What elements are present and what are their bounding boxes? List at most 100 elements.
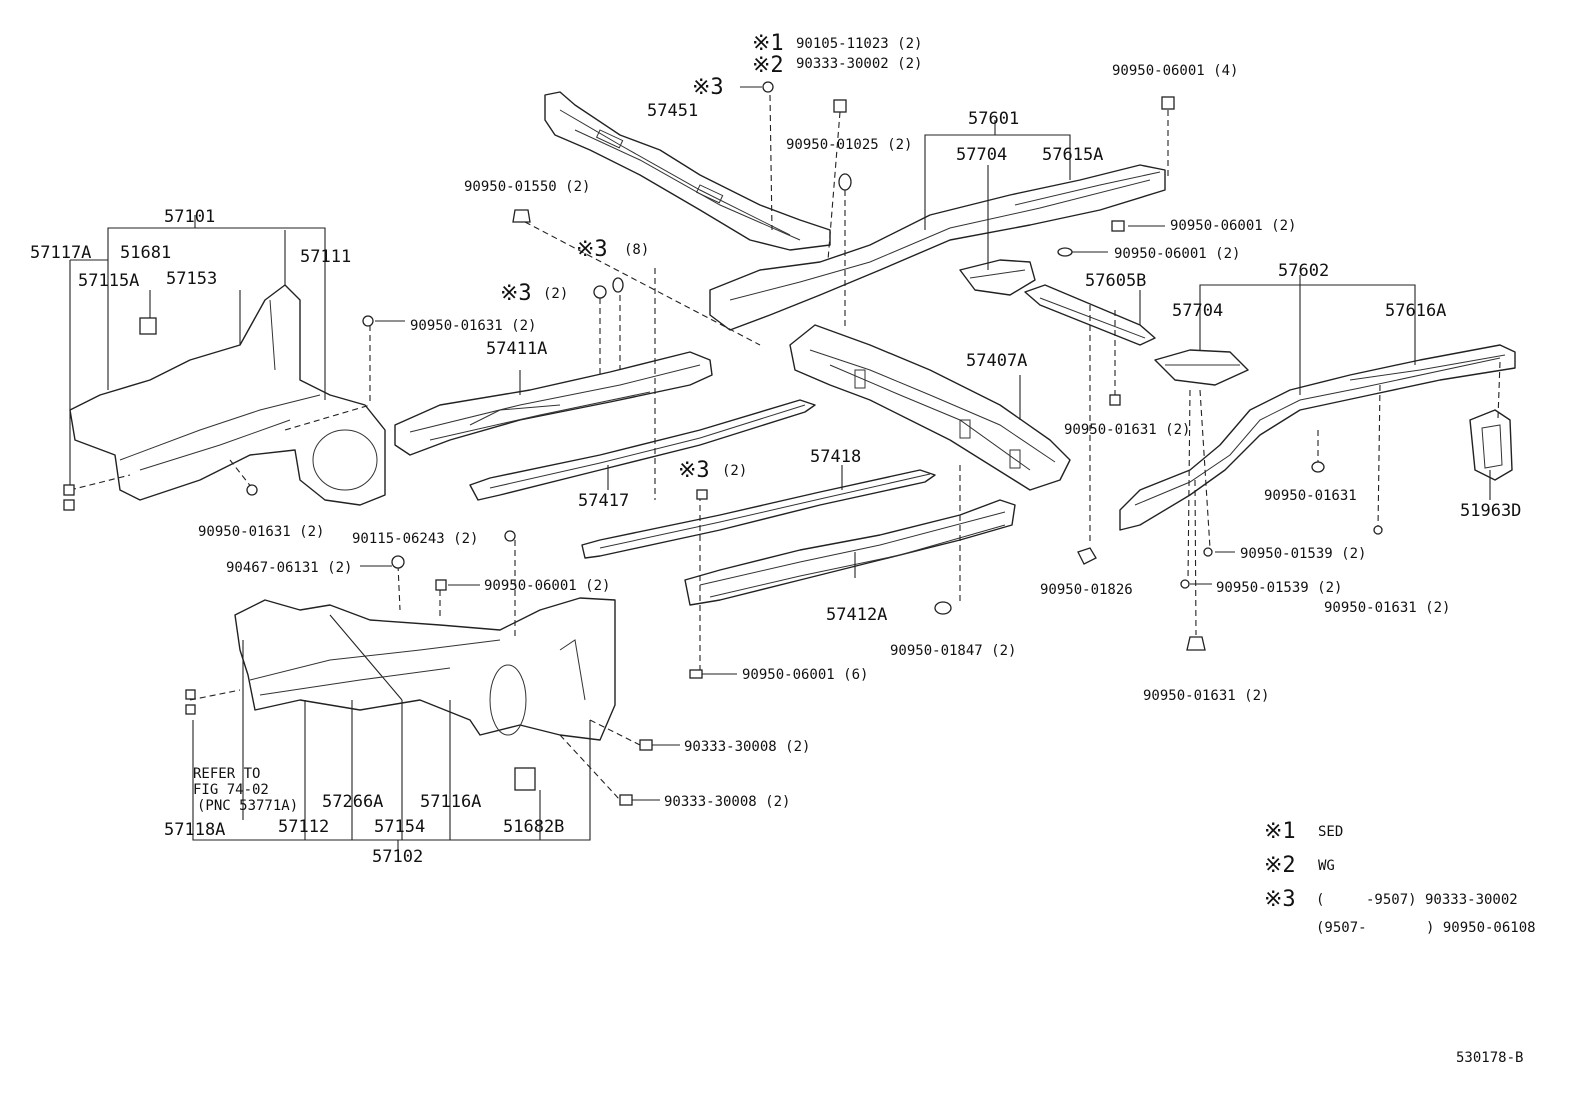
legend-row1-open: (	[1316, 892, 1324, 908]
hw-90950-01847: 90950-01847 (2)	[890, 643, 1016, 659]
clip-icon	[246, 484, 258, 496]
label-57266A: 57266A	[322, 792, 383, 812]
label-57115A: 57115A	[78, 271, 139, 291]
plug-icon	[1161, 96, 1175, 110]
label-51682B: 51682B	[503, 817, 564, 837]
marker-3-left: ※3	[500, 281, 532, 306]
plug-icon	[435, 579, 447, 591]
clip-icon	[63, 484, 75, 496]
part-57601	[709, 164, 1166, 331]
label-57601: 57601	[968, 109, 1019, 129]
bolt-icon	[504, 530, 516, 542]
part-57102	[234, 597, 616, 791]
part-57101	[69, 284, 386, 506]
label-57418: 57418	[810, 447, 861, 467]
clip-icon	[185, 704, 196, 715]
rivet-icon	[391, 555, 405, 569]
hw-qty-2a: (2)	[543, 286, 568, 302]
hole-plug-icon	[593, 285, 607, 299]
part-labels: 57451 57601 57704 57615A 57101 57117A 51…	[30, 101, 1521, 867]
label-57412A: 57412A	[826, 605, 887, 625]
clip-icon	[362, 315, 374, 327]
clip-icon	[1373, 525, 1383, 535]
plug-icon	[1109, 394, 1121, 406]
label-57111: 57111	[300, 247, 351, 267]
hw-90950-06001-6: 90950-06001 (6)	[742, 667, 868, 683]
clip-icon	[833, 99, 847, 113]
label-57615A: 57615A	[1042, 145, 1103, 165]
hw-90950-06001-2a: 90950-06001 (2)	[1170, 218, 1296, 234]
plug-icon	[838, 173, 852, 191]
part-57412A	[684, 499, 1016, 606]
legend-marker-2: ※2	[1264, 853, 1296, 878]
label-57154: 57154	[374, 817, 425, 837]
hw-90950-01631-2e: 90950-01631 (2)	[1143, 688, 1269, 704]
label-57117A: 57117A	[30, 243, 91, 263]
label-51681: 51681	[120, 243, 171, 263]
leader-lines	[69, 86, 1491, 850]
hw-90950-01631-2d: 90950-01631 (2)	[1324, 600, 1450, 616]
hole-plug-icon	[1077, 547, 1097, 565]
label-57118A: 57118A	[164, 820, 225, 840]
hw-90950-01539-a: 90950-01539 (2)	[1240, 546, 1366, 562]
marker-3-mid: ※3	[576, 237, 608, 262]
plug-icon	[1111, 220, 1125, 232]
marker-3-top: ※3	[692, 75, 724, 100]
plug-icon	[689, 669, 703, 679]
hw-90950-01631-2b: 90950-01631 (2)	[1064, 422, 1190, 438]
clip-icon	[185, 689, 196, 700]
label-57417: 57417	[578, 491, 629, 511]
label-57102: 57102	[372, 847, 423, 867]
hw-90950-06001-2c: 90950-06001 (2)	[484, 578, 610, 594]
hw-90950-01631-2a: 90950-01631 (2)	[410, 318, 536, 334]
label-57451: 57451	[647, 101, 698, 121]
label-51963D: 51963D	[1460, 501, 1521, 521]
label-57153: 57153	[166, 269, 217, 289]
label-57407A: 57407A	[966, 351, 1027, 371]
hw-90950-01550: 90950-01550 (2)	[464, 179, 590, 195]
label-57602: 57602	[1278, 261, 1329, 281]
figure-id: 530178-B	[1456, 1050, 1523, 1066]
hardware-icons	[63, 81, 1383, 806]
hw-90333-30008-b: 90333-30008 (2)	[664, 794, 790, 810]
hw-90950-01025: 90950-01025 (2)	[786, 137, 912, 153]
marker-2: ※2	[752, 53, 784, 78]
part-57417	[469, 399, 816, 501]
label-57112: 57112	[278, 817, 329, 837]
hw-90333-30008-a: 90333-30008 (2)	[684, 739, 810, 755]
hardware-labels: ※1 90105-11023 (2) ※2 90333-30002 (2) ※3…	[198, 31, 1450, 810]
seal-icon	[762, 81, 774, 93]
refer-line-1: REFER TO	[193, 766, 260, 782]
hw-90950-06001-4: 90950-06001 (4)	[1112, 63, 1238, 79]
plug-icon	[1311, 461, 1325, 473]
legend-row2-open: (9507-	[1316, 920, 1367, 936]
legend: ※1 SED ※2 WG ※3 ( -9507) 90333-30002 (95…	[1264, 819, 1536, 936]
hw-90105-11023: 90105-11023 (2)	[796, 36, 922, 52]
part-57704-lower	[1154, 349, 1249, 386]
hw-90333-30002: 90333-30002 (2)	[796, 56, 922, 72]
legend-row2-text: ) 90950-06108	[1426, 920, 1536, 936]
hole-plug-icon	[934, 601, 952, 615]
hw-90950-06001-2b: 90950-06001 (2)	[1114, 246, 1240, 262]
label-57605B: 57605B	[1085, 271, 1146, 291]
clip-icon	[1186, 636, 1206, 651]
clip-icon	[63, 499, 75, 511]
clip-icon	[1203, 547, 1213, 557]
part-57407A	[789, 324, 1071, 491]
legend-marker-3: ※3	[1264, 887, 1296, 912]
hw-90950-01631-2c: 90950-01631 (2)	[198, 524, 324, 540]
plug-icon	[696, 489, 708, 500]
label-57616A: 57616A	[1385, 301, 1446, 321]
part-57704-upper	[959, 259, 1036, 296]
hw-90950-01826: 90950-01826	[1040, 582, 1133, 598]
label-57116A: 57116A	[420, 792, 481, 812]
legend-text-1: SED	[1318, 824, 1343, 840]
legend-marker-1: ※1	[1264, 819, 1296, 844]
legend-row1-text: -9507) 90333-30002	[1366, 892, 1518, 908]
clip-icon	[1180, 579, 1190, 589]
hw-qty-8: (8)	[624, 242, 649, 258]
part-57411A	[394, 351, 713, 456]
label-57101: 57101	[164, 207, 215, 227]
part-57602	[1119, 344, 1516, 531]
hw-90115-06243: 90115-06243 (2)	[352, 531, 478, 547]
